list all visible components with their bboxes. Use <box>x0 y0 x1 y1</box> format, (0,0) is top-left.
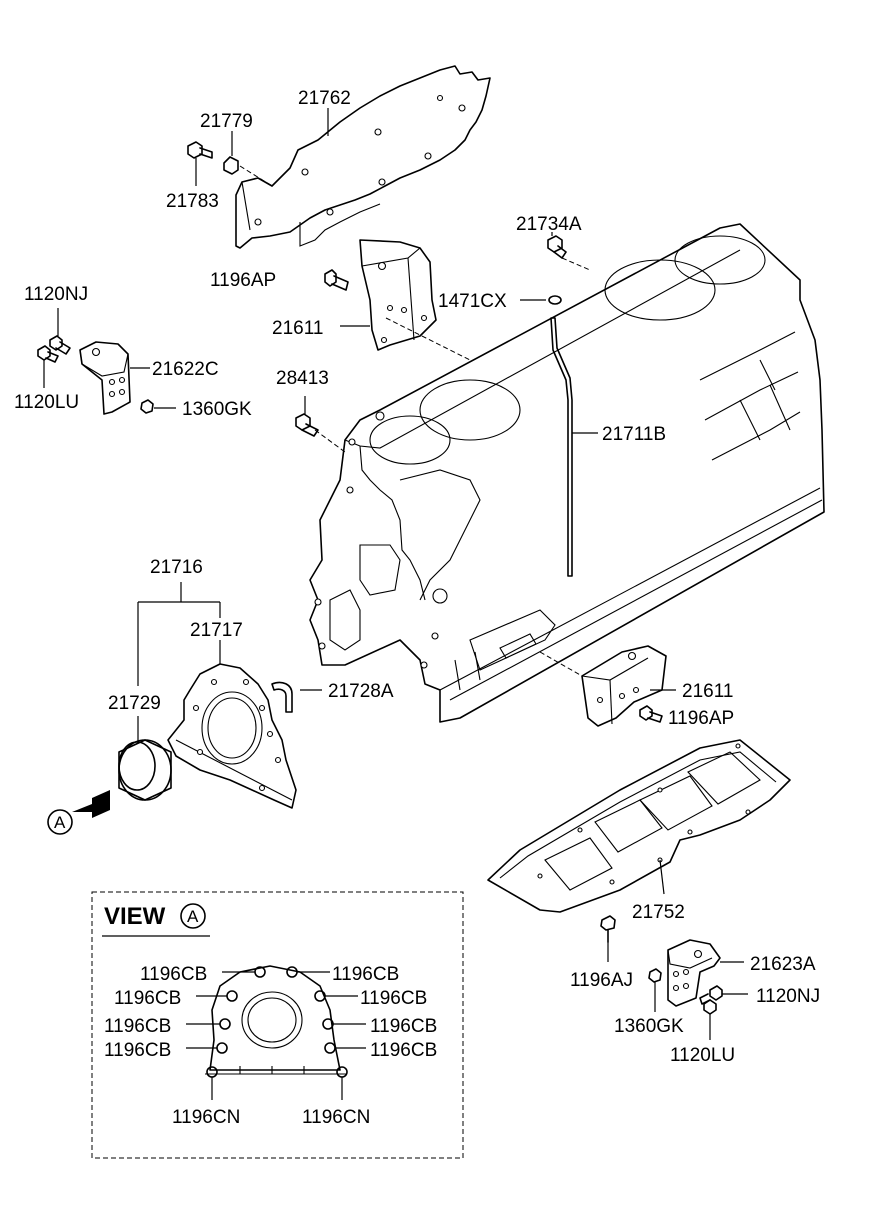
cylinder-block <box>309 223 825 723</box>
plug-28413 <box>295 413 319 437</box>
dipstick-tube-21711B <box>550 317 573 577</box>
label-view-cb-right-4: 1196CB <box>370 1040 437 1061</box>
label-21611-bottom: 21611 <box>682 681 733 702</box>
label-21752: 21752 <box>632 902 685 923</box>
label-view-cb-right-3: 1196CB <box>370 1016 437 1037</box>
label-21779: 21779 <box>200 111 253 132</box>
label-21717: 21717 <box>190 620 243 641</box>
label-1196AJ: 1196AJ <box>570 970 633 991</box>
view-a-bolt-heads <box>206 966 348 1078</box>
pipe-21728A <box>271 681 293 713</box>
label-view-cn-right: 1196CN <box>302 1107 370 1128</box>
label-21622C: 21622C <box>152 359 219 380</box>
label-21734A: 21734A <box>516 214 582 235</box>
bracket-21622C <box>79 341 131 415</box>
bracket-21623A <box>667 939 721 1007</box>
label-1120NJ-right: 1120NJ <box>756 986 820 1007</box>
arrow-letter-a: A <box>54 813 66 832</box>
label-view-cb-right-2: 1196CB <box>360 988 427 1009</box>
label-21728A: 21728A <box>328 681 394 702</box>
label-1360GK-left: 1360GK <box>182 399 252 420</box>
nut-1360GK-right <box>648 968 662 983</box>
bolt-1196AP-top <box>324 269 349 291</box>
washer-1471CX <box>548 295 562 305</box>
view-a-panel <box>91 891 464 1159</box>
label-1196AP-bottom: 1196AP <box>668 708 734 729</box>
view-letter-a: A <box>187 907 199 926</box>
label-21611-top: 21611 <box>272 318 323 339</box>
engine-bracket-21611-bottom <box>581 645 667 727</box>
sleeve-21779 <box>223 156 239 175</box>
label-21716: 21716 <box>150 557 203 578</box>
bolt-1196AP-bottom <box>639 705 663 723</box>
bolt-21734A <box>547 235 567 259</box>
rear-seal-case-21717 <box>167 663 297 809</box>
label-view-cb-left-1: 1196CB <box>140 964 207 985</box>
engine-bracket-21611-top <box>359 239 437 351</box>
view-a-arrow <box>47 790 110 835</box>
bolt-1120LU-right <box>703 999 717 1015</box>
nut-1360GK-left <box>140 399 154 414</box>
bolt-1120LU-left <box>37 345 59 363</box>
bolt-1196AJ <box>600 915 616 943</box>
label-1120NJ-left: 1120NJ <box>24 284 88 305</box>
label-1120LU-left: 1120LU <box>14 392 79 413</box>
label-1196AP-top: 1196AP <box>210 270 276 291</box>
bolt-1120NJ-left <box>49 335 71 355</box>
label-view-cb-right-1: 1196CB <box>332 964 399 985</box>
bracket-group-21716 <box>137 582 221 742</box>
label-1360GK-right: 1360GK <box>614 1016 684 1037</box>
label-view-cn-left: 1196CN <box>172 1107 240 1128</box>
label-view-cb-left-2: 1196CB <box>114 988 181 1009</box>
label-view-cb-left-3: 1196CB <box>104 1016 171 1037</box>
view-title: VIEW <box>104 903 166 930</box>
label-1471CX: 1471CX <box>438 291 507 312</box>
label-21711B: 21711B <box>602 424 666 445</box>
bolt-21783 <box>187 141 213 159</box>
heat-shield-21762 <box>235 65 491 249</box>
label-21729: 21729 <box>108 693 161 714</box>
label-21783: 21783 <box>166 191 219 212</box>
ladder-frame-21752 <box>487 739 791 913</box>
label-1120LU-right: 1120LU <box>670 1045 735 1066</box>
label-21762: 21762 <box>298 88 351 109</box>
label-21623A: 21623A <box>750 954 816 975</box>
label-28413: 28413 <box>276 368 329 389</box>
oil-seal-21729 <box>118 739 172 801</box>
label-view-cb-left-4: 1196CB <box>104 1040 171 1061</box>
